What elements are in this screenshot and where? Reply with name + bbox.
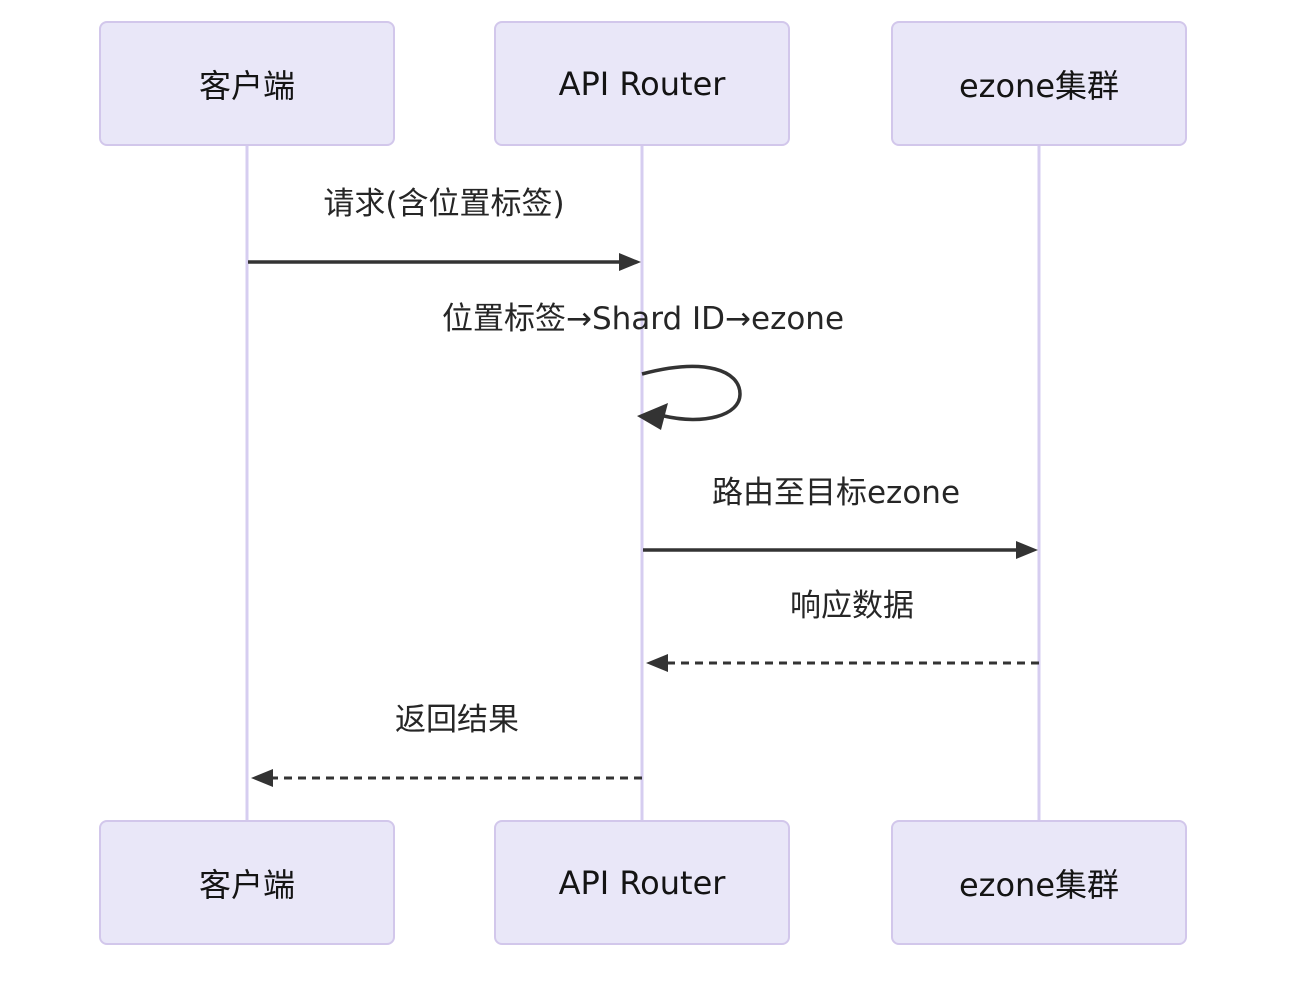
arrowhead-left-icon [251,769,273,787]
arrowhead-left-icon [637,403,668,430]
actor-box-api-router-top: API Router [494,21,790,146]
actor-box-api-router-bottom: API Router [494,820,790,945]
arrowhead-right-icon [1016,541,1038,559]
actor-box-client-top: 客户端 [99,21,395,146]
message-2-self-loop-arrow [637,364,742,430]
actor-label-ezone-cluster: ezone集群 [958,66,1120,105]
actor-label-api-router: API Router [558,863,726,902]
message-5-arrow [251,769,642,787]
arrowhead-left-icon [646,654,668,672]
actor-box-ezone-cluster-bottom: ezone集群 [891,820,1187,945]
actor-label-client: 客户端 [198,865,295,904]
message-1-arrow [248,253,641,271]
message-4-label: 响应数据 [790,588,914,624]
actor-box-client-bottom: 客户端 [99,820,395,945]
arrowhead-right-icon [619,253,641,271]
message-1-label: 请求(含位置标签) [323,186,565,222]
message-5-label: 返回结果 [395,702,519,738]
actor-label-ezone-cluster: ezone集群 [958,865,1120,904]
message-3-label: 路由至目标ezone [711,475,961,511]
message-2-label: 位置标签→Shard ID→ezone [441,301,845,337]
message-3-arrow [643,541,1038,559]
actor-box-ezone-cluster-top: ezone集群 [891,21,1187,146]
actor-label-client: 客户端 [198,66,295,105]
message-4-arrow [646,654,1039,672]
actor-label-api-router: API Router [558,64,726,103]
